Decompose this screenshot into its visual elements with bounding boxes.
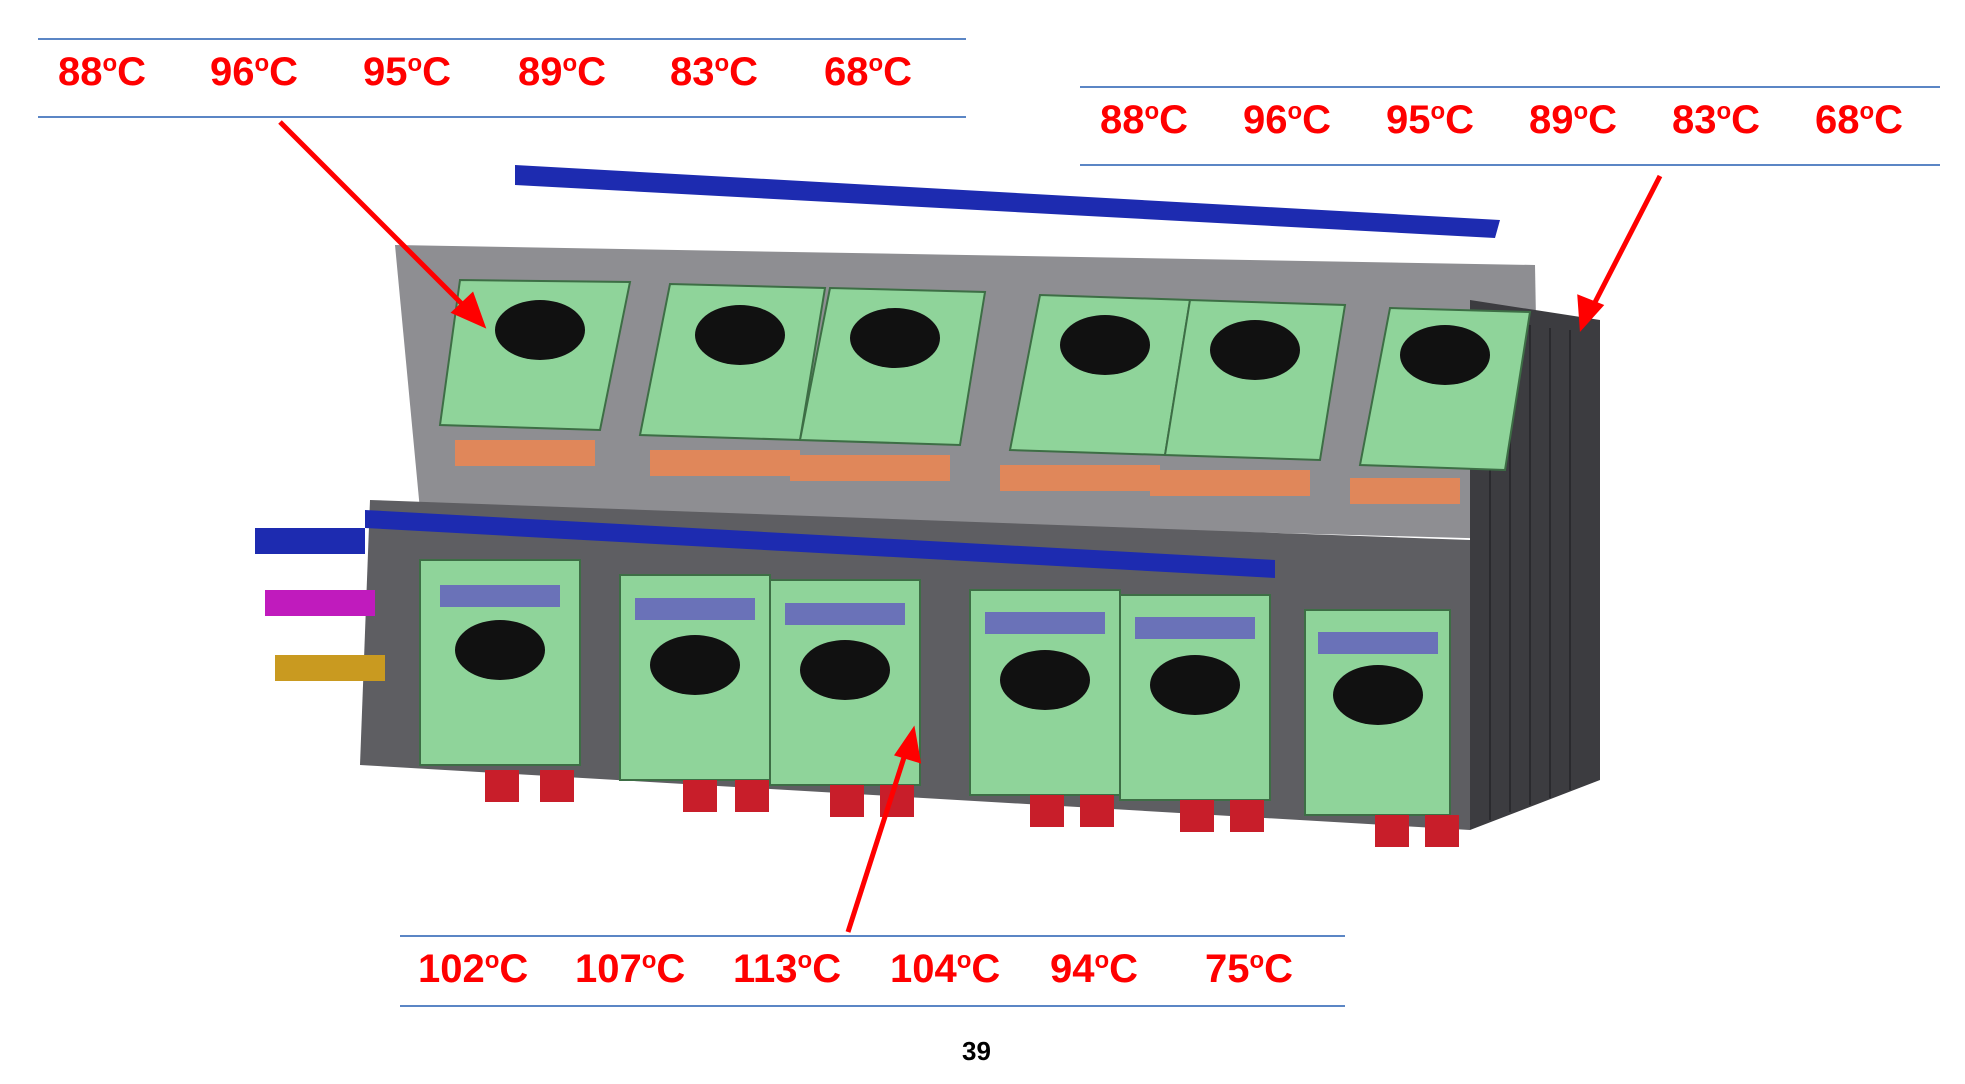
terminal-magenta <box>265 590 375 616</box>
temperature-label: 96oC <box>1243 98 1332 142</box>
capacitors <box>485 770 1459 847</box>
temperature-label: 75oC <box>1205 947 1294 991</box>
top-busbar-blue <box>515 165 1500 238</box>
temperature-row-bottom: 102oC 107oC 113oC 104oC 94oC 75oC <box>400 935 1345 1007</box>
temperature-label: 95oC <box>1386 98 1475 142</box>
temperature-label: 102oC <box>418 947 529 991</box>
temperature-label: 68oC <box>824 50 913 94</box>
front-pcb-modules <box>419 559 1451 816</box>
arrow-top-left <box>278 120 472 314</box>
temperature-label: 88oC <box>1100 98 1189 142</box>
temperature-label: 104oC <box>890 947 1001 991</box>
rule-line <box>38 38 966 40</box>
terminal-gold <box>275 655 385 681</box>
rule-line <box>1080 86 1940 88</box>
terminal-blue <box>255 528 365 554</box>
page-number: 39 <box>962 1036 991 1066</box>
temperature-label: 113oC <box>733 947 842 991</box>
temperature-label: 83oC <box>1672 98 1761 142</box>
temperature-row-top-left: 88oC 96oC 95oC 89oC 83oC 68oC <box>38 38 966 118</box>
temperature-row-top-right: 88oC 96oC 95oC 89oC 83oC 68oC <box>1080 86 1940 166</box>
temperature-label: 88oC <box>58 50 147 94</box>
temperature-label: 95oC <box>363 50 452 94</box>
top-pcb-modules <box>438 278 1532 472</box>
copper-straps <box>455 440 1460 504</box>
temperature-label: 89oC <box>518 50 607 94</box>
rule-line <box>400 935 1345 937</box>
temperature-label: 96oC <box>210 50 299 94</box>
rule-line <box>38 116 966 118</box>
arrow-top-right <box>1587 174 1663 314</box>
pointer-arrows <box>278 120 1663 933</box>
temperature-label: 94oC <box>1050 947 1139 991</box>
rule-line <box>1080 164 1940 166</box>
temperature-label: 68oC <box>1815 98 1904 142</box>
front-busbar-blue <box>365 510 1275 578</box>
temperature-label: 89oC <box>1529 98 1618 142</box>
arrow-bottom <box>845 744 911 933</box>
rule-line <box>400 1005 1345 1007</box>
temperature-label: 83oC <box>670 50 759 94</box>
temperature-label: 107oC <box>575 947 686 991</box>
